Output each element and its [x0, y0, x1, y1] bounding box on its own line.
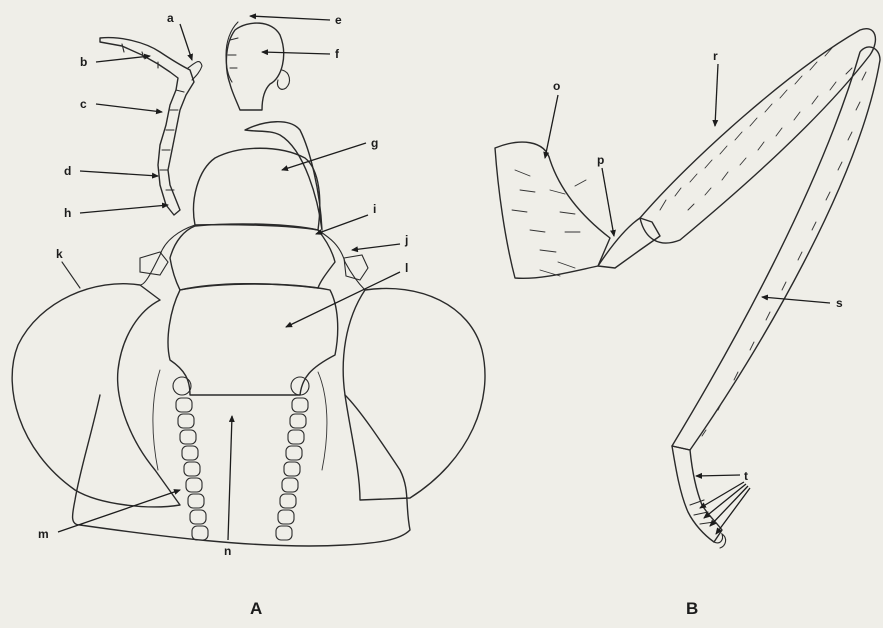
tibia: [672, 47, 880, 450]
label-m: m: [38, 527, 49, 541]
label-s: s: [836, 296, 843, 310]
femur-hairs: [660, 48, 852, 210]
abdomen-plate: [73, 395, 410, 546]
process-left: [140, 252, 168, 275]
label-i: i: [373, 202, 376, 216]
label-k: k: [56, 247, 63, 261]
panel-label-a: A: [250, 599, 262, 618]
label-k-leader: [62, 262, 80, 288]
head-capsule: [226, 23, 283, 110]
label-d: d: [64, 164, 71, 178]
label-t: t: [744, 469, 748, 483]
femur: [640, 29, 875, 243]
labels: a b c d e f g h i j k l m n o p r s t A …: [38, 11, 843, 618]
plate-j: [170, 224, 335, 290]
right-lobe: [343, 288, 485, 500]
tarsus: [672, 446, 722, 542]
panel-b-drawing: [495, 29, 880, 548]
label-a: a: [167, 11, 174, 25]
inner-line-left: [153, 370, 160, 470]
label-b: b: [80, 55, 87, 69]
left-leg-chain: [173, 377, 208, 540]
label-r: r: [713, 49, 718, 63]
inner-line-right: [318, 372, 327, 470]
eye-segments: [226, 22, 238, 82]
coxa-hairs: [512, 170, 586, 276]
label-f: f: [335, 47, 340, 61]
label-l: l: [405, 261, 408, 275]
antenna-segments: [122, 44, 184, 190]
label-h: h: [64, 206, 71, 220]
label-n: n: [224, 544, 231, 558]
antenna: [100, 38, 194, 215]
plate-l: [168, 284, 338, 395]
tibia-hairs: [702, 72, 866, 436]
panel-label-b: B: [686, 599, 698, 618]
pronotal-spine: [245, 122, 322, 230]
label-g: g: [371, 136, 378, 150]
label-o: o: [553, 79, 560, 93]
claw: [714, 534, 726, 548]
label-e: e: [335, 13, 342, 27]
left-lobe: [12, 284, 180, 507]
right-leg-chain: [276, 377, 309, 540]
label-p: p: [597, 153, 604, 167]
label-j: j: [404, 233, 408, 247]
label-c: c: [80, 97, 87, 111]
